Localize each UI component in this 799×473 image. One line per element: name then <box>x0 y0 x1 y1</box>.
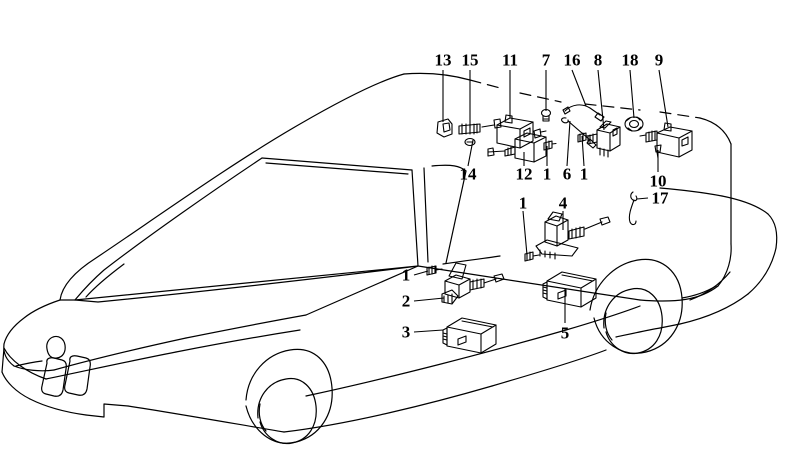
callout-leader-9 <box>658 69 669 128</box>
part-12-motor <box>487 132 547 163</box>
part-17-hook <box>628 191 638 226</box>
roundel <box>46 335 66 359</box>
callout-leader-1 <box>522 210 528 256</box>
part-5-control-unit <box>542 271 597 308</box>
callout-leader-3 <box>413 329 444 333</box>
callout-label-15: 15 <box>461 50 479 70</box>
callout-label-1: 1 <box>401 265 411 285</box>
callout-label-9: 9 <box>654 50 664 70</box>
part-9-actuator <box>639 122 693 158</box>
part-2-actuator <box>441 262 505 305</box>
linkage-rod-a <box>481 118 502 129</box>
callout-label-1: 1 <box>518 193 528 213</box>
callout-leader-17 <box>636 197 649 200</box>
callout-leader-1 <box>581 135 585 167</box>
car-bodyside <box>1 195 778 445</box>
part-15-sleeve <box>458 123 481 147</box>
callout-label-4: 4 <box>558 193 568 213</box>
part-8-housing <box>587 120 621 158</box>
part-4-actuator <box>535 211 611 260</box>
car-greenhouse <box>59 72 732 303</box>
part-1-screw-a <box>543 140 557 151</box>
callout-label-1: 1 <box>579 164 589 184</box>
callout-label-18: 18 <box>621 50 639 70</box>
callout-label-5: 5 <box>560 323 570 343</box>
callout-label-7: 7 <box>541 50 551 70</box>
callout-leader-2 <box>413 297 445 302</box>
callout-label-11: 11 <box>501 50 519 70</box>
part-18-spring-washer <box>624 116 644 132</box>
callout-label-17: 17 <box>651 188 669 208</box>
part-1-screw-d <box>426 265 443 276</box>
callout-label-8: 8 <box>593 50 603 70</box>
callout-leader-lines <box>413 69 669 333</box>
callout-label-10: 10 <box>649 171 667 191</box>
part-1-screw-c <box>524 251 540 262</box>
callout-label-3: 3 <box>401 322 411 342</box>
callout-leader-16 <box>571 69 587 107</box>
callout-label-16: 16 <box>563 50 581 70</box>
callout-leader-1 <box>413 270 429 276</box>
callout-leader-18 <box>629 69 635 119</box>
part-7-grommet <box>540 108 552 122</box>
callout-leader-6 <box>566 120 571 167</box>
callout-leader-14 <box>467 139 474 167</box>
part-3-control-unit <box>442 317 497 354</box>
callout-label-2: 2 <box>401 291 411 311</box>
callout-label-1: 1 <box>542 164 552 184</box>
callout-label-12: 12 <box>515 164 533 184</box>
part-11-actuator <box>496 114 547 149</box>
part-13-clip <box>436 118 453 138</box>
part-16-bracket <box>562 104 605 122</box>
callout-leader-8 <box>597 69 605 131</box>
callout-label-13: 13 <box>434 50 452 70</box>
callout-label-14: 14 <box>459 164 477 184</box>
callout-label-6: 6 <box>562 164 572 184</box>
